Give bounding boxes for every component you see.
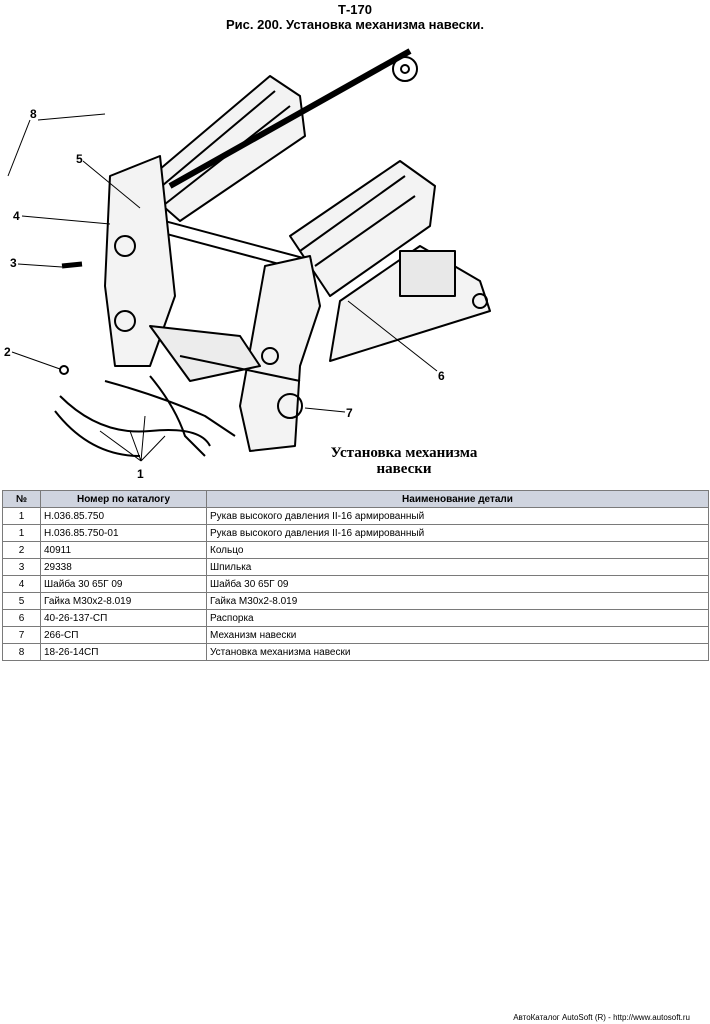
cell-part-name: Распорка <box>206 609 709 627</box>
table-row: 6 40-26-137-СП Распорка <box>2 609 709 627</box>
cell-catalog-number: 266-СП <box>40 626 207 644</box>
table-row: 3 29338 Шпилька <box>2 558 709 576</box>
callout-7: 7 <box>346 406 353 420</box>
cell-number: 2 <box>2 541 41 559</box>
parts-table: № Номер по каталогу Наименование детали … <box>2 490 709 661</box>
header-catalog-number: Номер по каталогу <box>40 490 207 508</box>
figure-caption: Рис. 200. Установка механизма навески. <box>226 17 484 32</box>
inset-caption-line2: навески <box>376 461 431 477</box>
callout-4: 4 <box>13 209 20 223</box>
cell-part-name: Кольцо <box>206 541 709 559</box>
cell-catalog-number: 40911 <box>40 541 207 559</box>
cell-part-name: Механизм навески <box>206 626 709 644</box>
table-row: 5 Гайка М30х2-8.019 Гайка М30х2-8.019 <box>2 592 709 610</box>
cell-catalog-number: Шайба 30 65Г 09 <box>40 575 207 593</box>
callout-2: 2 <box>4 345 11 359</box>
cell-number: 6 <box>2 609 41 627</box>
cell-number: 1 <box>2 524 41 542</box>
cell-part-name: Установка механизма навески <box>206 643 709 661</box>
callout-1: 1 <box>137 467 144 481</box>
table-row: 1 Н.036.85.750-01 Рукав высокого давлени… <box>2 524 709 542</box>
table-row: 1 Н.036.85.750 Рукав высокого давления I… <box>2 507 709 525</box>
table-header-row: № Номер по каталогу Наименование детали <box>2 490 709 508</box>
cell-number: 3 <box>2 558 41 576</box>
cell-catalog-number: 40-26-137-СП <box>40 609 207 627</box>
cell-number: 4 <box>2 575 41 593</box>
table-row: 2 40911 Кольцо <box>2 541 709 559</box>
cell-part-name: Рукав высокого давления II-16 армированн… <box>206 507 709 525</box>
cell-catalog-number: 18-26-14СП <box>40 643 207 661</box>
cell-number: 8 <box>2 643 41 661</box>
cell-catalog-number: Гайка М30х2-8.019 <box>40 592 207 610</box>
model-title: Т-170 <box>338 2 372 17</box>
cell-number: 5 <box>2 592 41 610</box>
header-number: № <box>2 490 41 508</box>
cell-part-name: Рукав высокого давления II-16 армированн… <box>206 524 709 542</box>
assembly-drawing: 8 5 4 3 2 6 7 1 Установка механизма наве… <box>0 36 500 488</box>
inset-caption-line1: Установка механизма <box>331 445 478 461</box>
cell-number: 7 <box>2 626 41 644</box>
cell-part-name: Шпилька <box>206 558 709 576</box>
cell-catalog-number: Н.036.85.750 <box>40 507 207 525</box>
callout-6: 6 <box>438 369 445 383</box>
header-part-name: Наименование детали <box>206 490 709 508</box>
callout-3: 3 <box>10 256 17 270</box>
callout-5: 5 <box>76 152 83 166</box>
cell-part-name: Гайка М30х2-8.019 <box>206 592 709 610</box>
callout-8: 8 <box>30 107 37 121</box>
cell-number: 1 <box>2 507 41 525</box>
table-row: 7 266-СП Механизм навески <box>2 626 709 644</box>
cell-catalog-number: 29338 <box>40 558 207 576</box>
footer-copyright: АвтоКаталог AutoSoft (R) - http://www.au… <box>513 1013 690 1022</box>
table-row: 4 Шайба 30 65Г 09 Шайба 30 65Г 09 <box>2 575 709 593</box>
cell-part-name: Шайба 30 65Г 09 <box>206 575 709 593</box>
table-row: 8 18-26-14СП Установка механизма навески <box>2 643 709 661</box>
cell-catalog-number: Н.036.85.750-01 <box>40 524 207 542</box>
